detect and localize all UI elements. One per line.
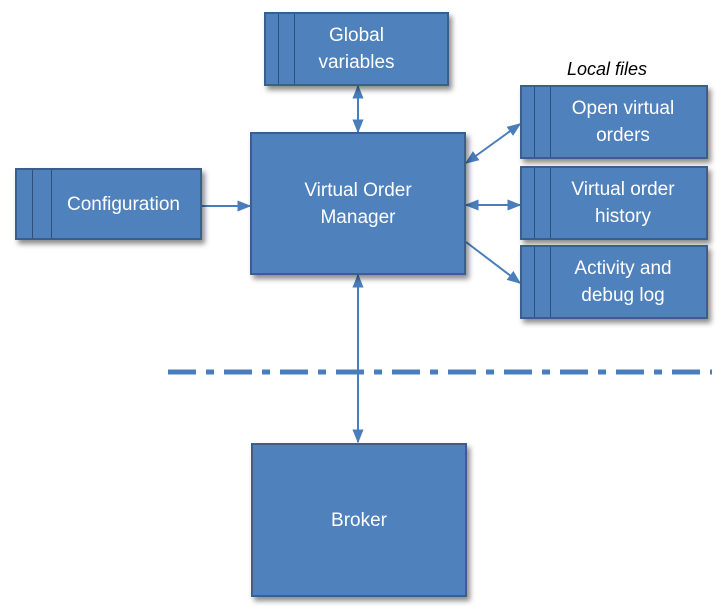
broker-label: Broker <box>331 509 387 531</box>
virtual-order-manager-box: Virtual Order Manager <box>250 132 466 275</box>
global-variables-box: Global variables <box>264 12 449 86</box>
broker-box: Broker <box>251 443 467 597</box>
configuration-box: Configuration <box>15 168 202 240</box>
configuration-label: Configuration <box>66 193 181 215</box>
open-virtual-orders-label: Open virtual orders <box>571 98 675 146</box>
activity-debug-log-label: Activity and debug log <box>574 258 672 306</box>
virtual-order-history-label: Virtual order history <box>571 179 675 227</box>
arrow-manager-open-orders <box>464 123 522 164</box>
virtual-order-history-box: Virtual order history <box>520 166 708 240</box>
virtual-order-manager-label: Virtual Order Manager <box>304 179 412 228</box>
activity-debug-log-box: Activity and debug log <box>520 245 708 319</box>
arrow-manager-activity-log <box>465 241 522 284</box>
local-files-caption: Local files <box>567 59 648 79</box>
global-variables-label: Global variables <box>318 25 395 73</box>
open-virtual-orders-box: Open virtual orders <box>520 85 708 159</box>
